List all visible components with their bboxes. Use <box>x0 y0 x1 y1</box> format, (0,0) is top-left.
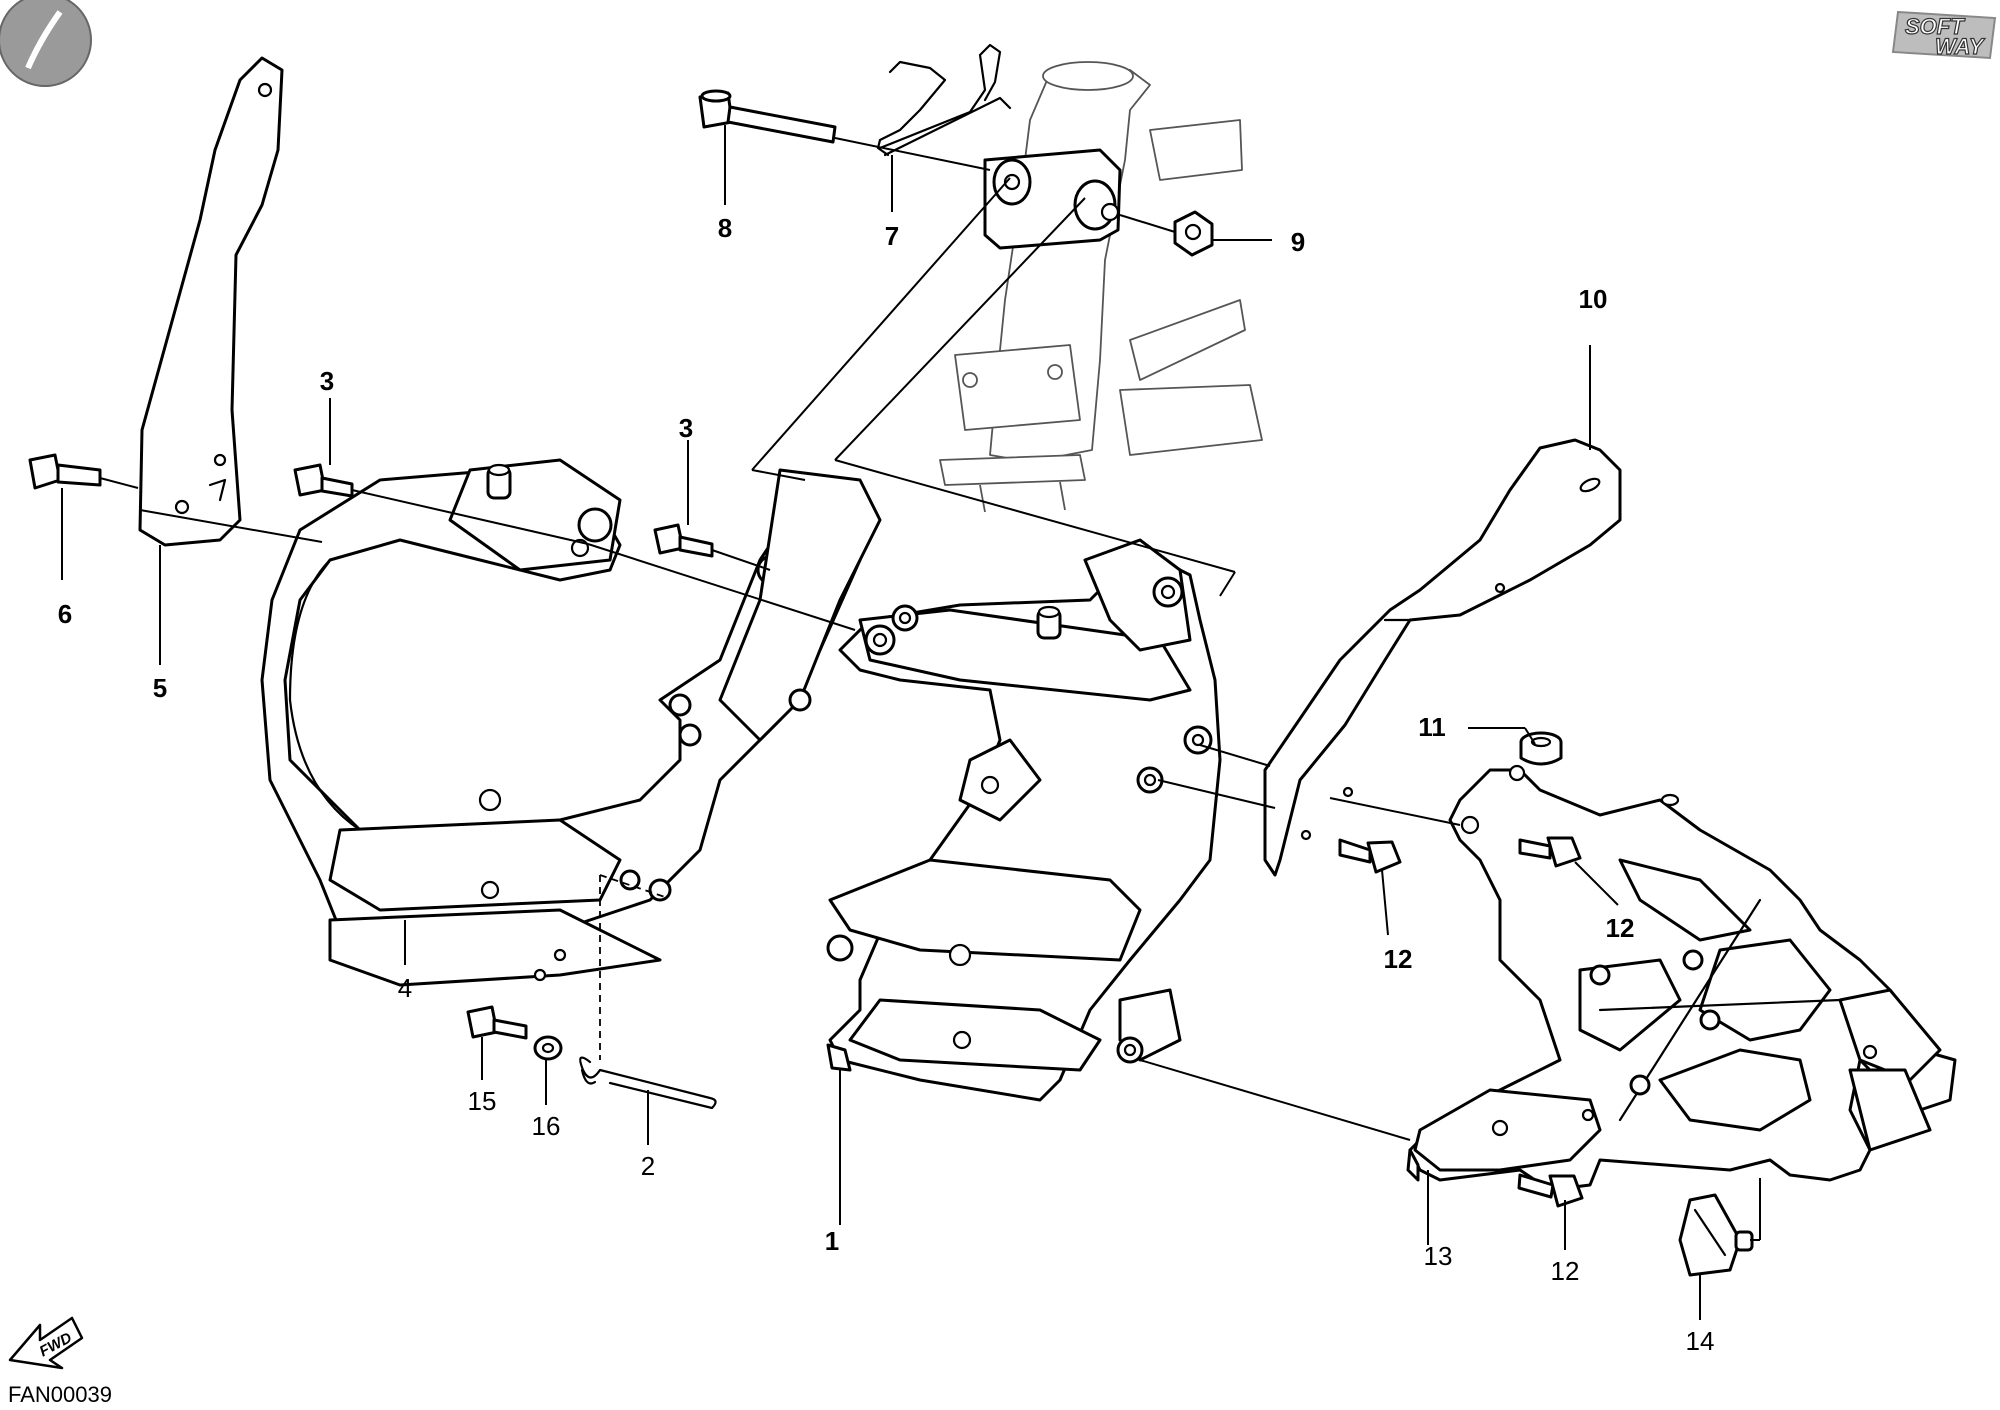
bolt-part-12-a <box>1338 838 1402 874</box>
callout-8: 8 <box>718 213 732 243</box>
callout-12-a: 12 <box>1384 944 1413 974</box>
callout-7: 7 <box>885 221 899 251</box>
callout-13: 13 <box>1424 1241 1453 1271</box>
long-bolt-part-8 <box>698 89 837 144</box>
callout-9: 9 <box>1291 227 1305 257</box>
steering-head-lugs <box>983 148 1122 250</box>
drawing-code: FAN00039 <box>8 1382 112 1407</box>
bolt-part-3-left <box>293 463 354 498</box>
nut-part-9 <box>1173 210 1214 257</box>
washer-part-16 <box>533 1035 563 1061</box>
lower-right-mount-frame <box>1406 764 1957 1192</box>
callout-14: 14 <box>1686 1326 1715 1356</box>
callout-12-c: 12 <box>1551 1256 1580 1286</box>
bolt-part-12-c <box>1517 1173 1584 1208</box>
callout-labels: 1 2 3 3 4 5 6 7 8 9 10 11 12 12 12 13 14… <box>58 213 1715 1356</box>
bolt-part-3-right <box>653 523 714 558</box>
assembly-lines <box>139 137 1461 1141</box>
steering-head-ghost <box>939 61 1263 513</box>
callout-16: 16 <box>532 1111 561 1141</box>
clip-nut-part-14 <box>1678 1193 1754 1277</box>
callout-5: 5 <box>153 673 167 703</box>
callout-1: 1 <box>825 1226 839 1256</box>
round-logo-icon <box>0 0 92 87</box>
grommet-part-11 <box>1519 731 1563 766</box>
softway-logo-line2: WAY <box>1935 34 1986 59</box>
bolt-part-15 <box>466 1005 528 1040</box>
callout-leaders <box>159 125 1761 1320</box>
callout-3-right: 3 <box>679 413 693 443</box>
forward-arrow-icon: FWD <box>8 1316 84 1370</box>
callout-6: 6 <box>58 599 72 629</box>
bolt-part-6 <box>28 453 139 580</box>
callout-10: 10 <box>1579 284 1608 314</box>
right-fairing-support <box>826 538 1222 1102</box>
callout-11: 11 <box>1418 712 1446 742</box>
spring-wire-part-2 <box>579 1056 717 1110</box>
callout-12-b: 12 <box>1606 913 1635 943</box>
side-bracket-part <box>138 56 284 547</box>
callout-2: 2 <box>641 1151 655 1181</box>
softway-logo-line1: SOFT <box>1905 14 1965 39</box>
softway-logo: SOFT WAY <box>1891 10 1997 60</box>
hairpin-clip-part-7 <box>876 43 1012 157</box>
callout-15: 15 <box>468 1086 497 1116</box>
callout-3-left: 3 <box>320 366 334 396</box>
bolt-part-12-b <box>1518 836 1582 868</box>
left-fairing-support <box>260 458 882 987</box>
upper-right-bracket <box>1263 438 1622 877</box>
callout-4: 4 <box>398 973 412 1003</box>
